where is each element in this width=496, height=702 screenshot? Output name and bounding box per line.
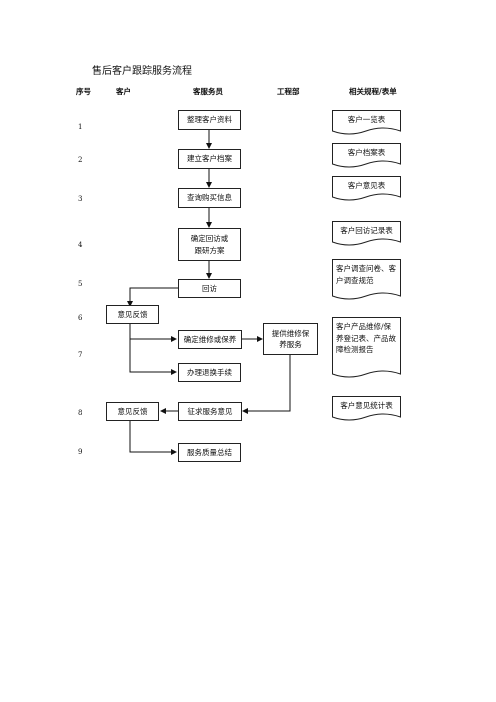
row-number-7: 7 <box>78 351 83 359</box>
step-quality-summary: 服务质量总结 <box>178 443 241 462</box>
row-number-9: 9 <box>78 448 83 456</box>
header-customer: 客户 <box>116 87 131 96</box>
form-label: 客户产品维修/保养登记表、产品故障检测报告 <box>336 322 396 355</box>
step-return-visit: 回访 <box>178 279 241 298</box>
document-shape-icon <box>332 259 401 300</box>
form-survey: 客户调查问卷、客户调查规范 <box>332 259 401 301</box>
form-label: 客户回访记录表 <box>340 226 393 235</box>
step-provide-service: 提供维修保养服务 <box>263 323 318 355</box>
step-feedback-1: 意见反馈 <box>106 305 159 324</box>
header-service: 客服务员 <box>193 87 223 96</box>
row-number-5: 5 <box>78 280 83 288</box>
document-shape-icon <box>332 176 401 201</box>
form-customer-file: 客户档案表 <box>332 143 401 169</box>
form-label: 客户档案表 <box>347 148 386 157</box>
page-title: 售后客户跟踪服务流程 <box>92 66 192 77</box>
step-collect-opinions: 征求服务意见 <box>178 402 242 421</box>
step-organize-customer-data: 整理客户资料 <box>178 110 241 130</box>
row-number-3: 3 <box>78 195 83 203</box>
form-opinion-stats: 客户意见统计表 <box>332 396 401 422</box>
step-create-customer-file: 建立客户档案 <box>178 149 241 169</box>
form-repair-register: 客户产品维修/保养登记表、产品故障检测报告 <box>332 317 401 379</box>
form-label: 客户意见统计表 <box>340 401 393 410</box>
document-shape-icon <box>332 396 401 421</box>
form-label: 客户一览表 <box>347 115 386 124</box>
document-shape-icon <box>332 221 401 246</box>
row-number-8: 8 <box>78 409 83 417</box>
document-shape-icon <box>332 143 401 168</box>
row-number-2: 2 <box>78 156 83 164</box>
step-decide-repair: 确定维修或保养 <box>178 330 242 349</box>
form-visit-record: 客户回访记录表 <box>332 221 401 247</box>
document-shape-icon <box>332 110 401 135</box>
form-customer-opinion: 客户意见表 <box>332 176 401 202</box>
form-label: 客户意见表 <box>347 181 386 190</box>
form-customer-list: 客户一览表 <box>332 110 401 136</box>
header-forms: 相关规程/表单 <box>349 87 397 96</box>
step-determine-plan: 确定回访或跟研方案 <box>178 228 241 261</box>
step-return-exchange: 办理退换手续 <box>178 363 241 382</box>
header-seq: 序号 <box>76 87 91 96</box>
step-feedback-2: 意见反馈 <box>106 402 159 421</box>
document-shape-icon <box>332 317 401 378</box>
row-number-6: 6 <box>78 314 83 322</box>
header-engineering: 工程部 <box>277 87 300 96</box>
row-number-4: 4 <box>78 241 83 249</box>
row-number-1: 1 <box>78 123 83 131</box>
form-label: 客户调查问卷、客户调查规范 <box>336 264 396 285</box>
step-query-purchase-info: 查询购买信息 <box>178 188 241 208</box>
